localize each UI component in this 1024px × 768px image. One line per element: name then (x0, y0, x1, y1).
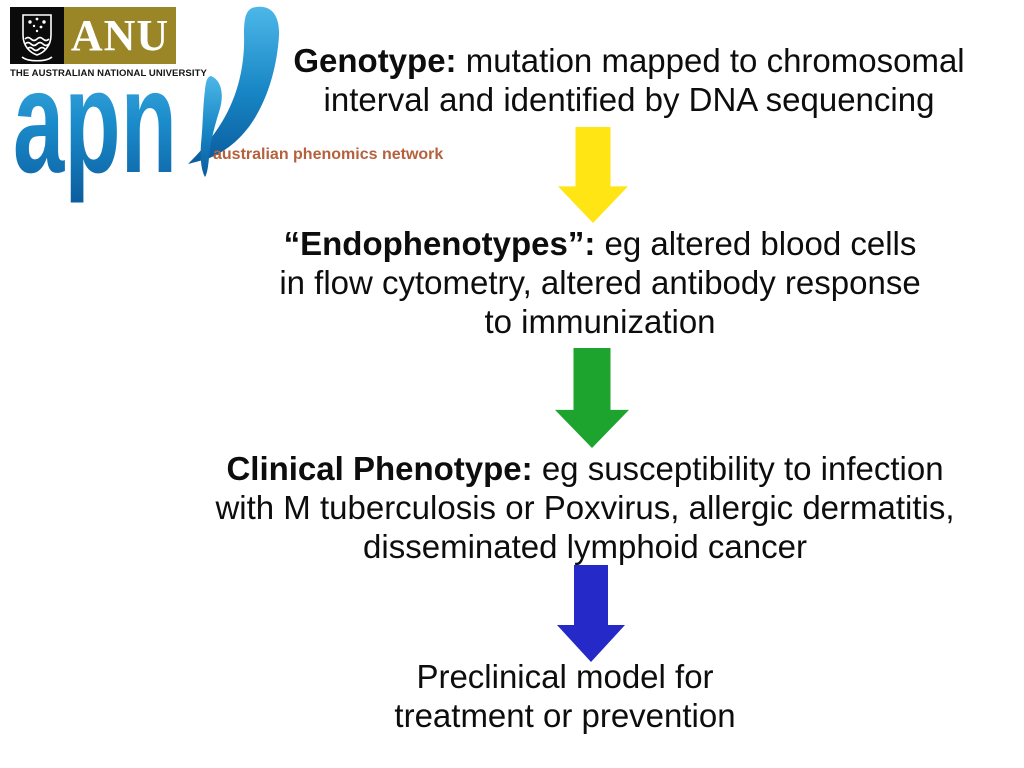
flow-step-line: treatment or prevention (394, 697, 736, 734)
anu-university-name: THE AUSTRALIAN NATIONAL UNIVERSITY (10, 68, 207, 79)
anu-logo: ANU THE AUSTRALIAN NATIONAL UNIVERSITY (10, 7, 207, 79)
flow-step-line: to immunization (484, 303, 716, 340)
anu-wordmark: ANU (64, 7, 176, 64)
flow-step-line: in flow cytometry, altered antibody resp… (279, 264, 921, 301)
flow-step-line: Preclinical model for (416, 658, 714, 695)
yellow-down-arrow-icon (558, 127, 628, 228)
flow-step-line: “Endophenotypes”: eg altered blood cells (283, 225, 917, 262)
flow-step-line: interval and identified by DNA sequencin… (323, 81, 935, 118)
apn-ribbon-icon (180, 0, 285, 190)
svg-text:apn: apn (13, 72, 177, 204)
apn-wordmark: apn (12, 40, 182, 212)
blue-down-arrow-icon (557, 565, 625, 667)
flow-step-line: Clinical Phenotype: eg susceptibility to… (226, 450, 944, 487)
flow-step-line: disseminated lymphoid cancer (363, 528, 807, 565)
flow-step-endophenotypes: “Endophenotypes”: eg altered blood cells… (210, 224, 990, 341)
flow-step-line: Genotype: mutation mapped to chromosomal (293, 42, 965, 79)
apn-network-name: australian phenomics network (213, 146, 444, 163)
anu-crest-icon (10, 7, 64, 64)
flow-step-clinical-phenotype: Clinical Phenotype: eg susceptibility to… (190, 449, 980, 566)
flow-step-preclinical-model: Preclinical model for treatment or preve… (170, 657, 960, 735)
green-down-arrow-icon (555, 348, 629, 453)
flow-step-genotype: Genotype: mutation mapped to chromosomal… (240, 41, 1018, 119)
flow-step-line: with M tuberculosis or Poxvirus, allergi… (215, 489, 955, 526)
